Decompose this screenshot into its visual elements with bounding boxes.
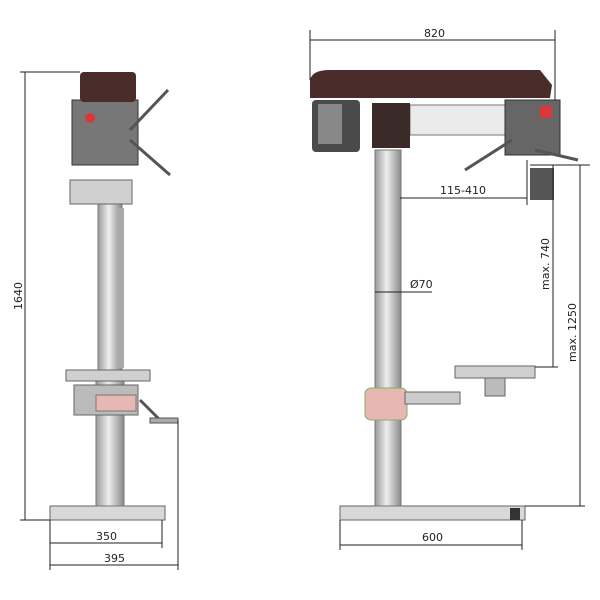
height-label: 1640 <box>12 282 25 310</box>
front-view-dimensions: 820 115-410 Ø70 max. 740 max. 1250 600 <box>309 27 590 550</box>
base-width-label: 350 <box>96 530 117 543</box>
max-stroke-label: max. 740 <box>539 238 552 290</box>
side-view-dimensions: 1640 350 395 <box>12 71 179 570</box>
max-height-label: max. 1250 <box>566 303 579 362</box>
base-length-label: 600 <box>422 531 443 544</box>
front-view-machine <box>310 70 579 521</box>
head-length-label: 820 <box>424 27 445 40</box>
reach-label: 115-410 <box>440 184 486 197</box>
column-diameter-label: Ø70 <box>410 278 433 291</box>
side-view-machine <box>49 72 179 521</box>
total-width-label: 395 <box>104 552 125 565</box>
